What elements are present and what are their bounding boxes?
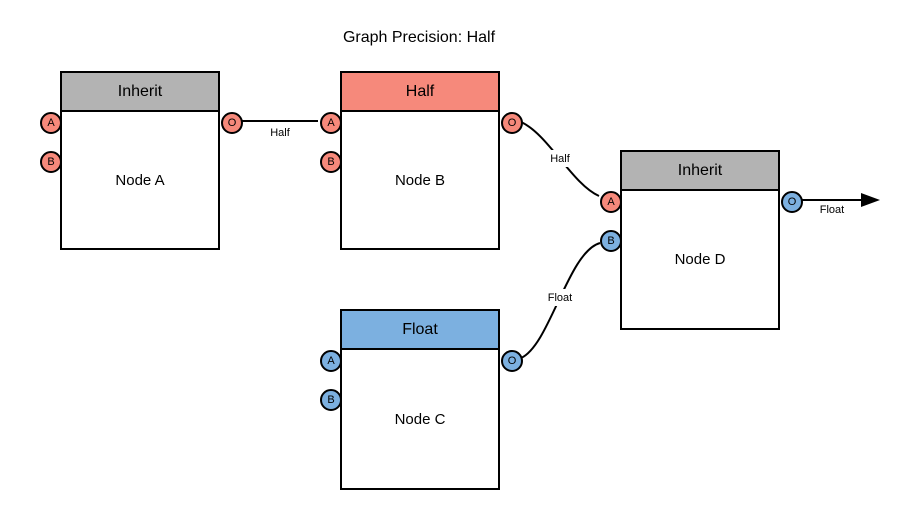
node-b-port-o: O bbox=[501, 112, 523, 134]
node-d-label: Node D bbox=[674, 251, 726, 268]
node-a-port-a: A bbox=[40, 112, 62, 134]
node-a-label: Node A bbox=[115, 171, 165, 189]
node-d-header: Inherit bbox=[622, 152, 778, 191]
edge-nodec-to-noded-label-bg bbox=[540, 289, 580, 306]
node-c-port-b: B bbox=[320, 389, 342, 411]
edge-nodeb-to-noded-label: Half bbox=[550, 153, 571, 165]
node-d: Inherit Node D A B O bbox=[600, 150, 803, 330]
node-b-label: Node B bbox=[394, 171, 446, 189]
node-b: Half Node B A B O bbox=[320, 71, 523, 250]
node-c-port-a: A bbox=[320, 350, 342, 372]
node-b-port-a: A bbox=[320, 112, 342, 134]
node-c: Float Node C A B O bbox=[320, 309, 523, 490]
output-arrowhead-icon bbox=[861, 193, 880, 207]
node-c-header: Float bbox=[342, 311, 498, 350]
node-a: Inherit Node A A B O bbox=[40, 71, 243, 250]
edge-nodea-to-nodeb-label: Half bbox=[270, 127, 291, 139]
node-a-header: Inherit bbox=[62, 73, 218, 112]
edge-noded-to-output-label: Float bbox=[820, 204, 844, 216]
edge-nodeb-to-noded-label-bg bbox=[540, 150, 580, 167]
node-b-port-b: B bbox=[320, 151, 342, 173]
graph-title: Graph Precision: Half bbox=[342, 29, 496, 46]
node-b-header: Half bbox=[342, 73, 498, 112]
node-c-port-o: O bbox=[501, 350, 523, 372]
node-c-label: Node C bbox=[394, 410, 446, 428]
edge-nodec-to-noded-label: Float bbox=[548, 292, 572, 304]
node-a-port-o: O bbox=[221, 112, 243, 134]
node-a-port-b: B bbox=[40, 151, 62, 173]
node-d-port-o: O bbox=[781, 191, 803, 213]
node-d-port-a: A bbox=[600, 191, 622, 213]
node-d-port-b: B bbox=[600, 230, 622, 252]
